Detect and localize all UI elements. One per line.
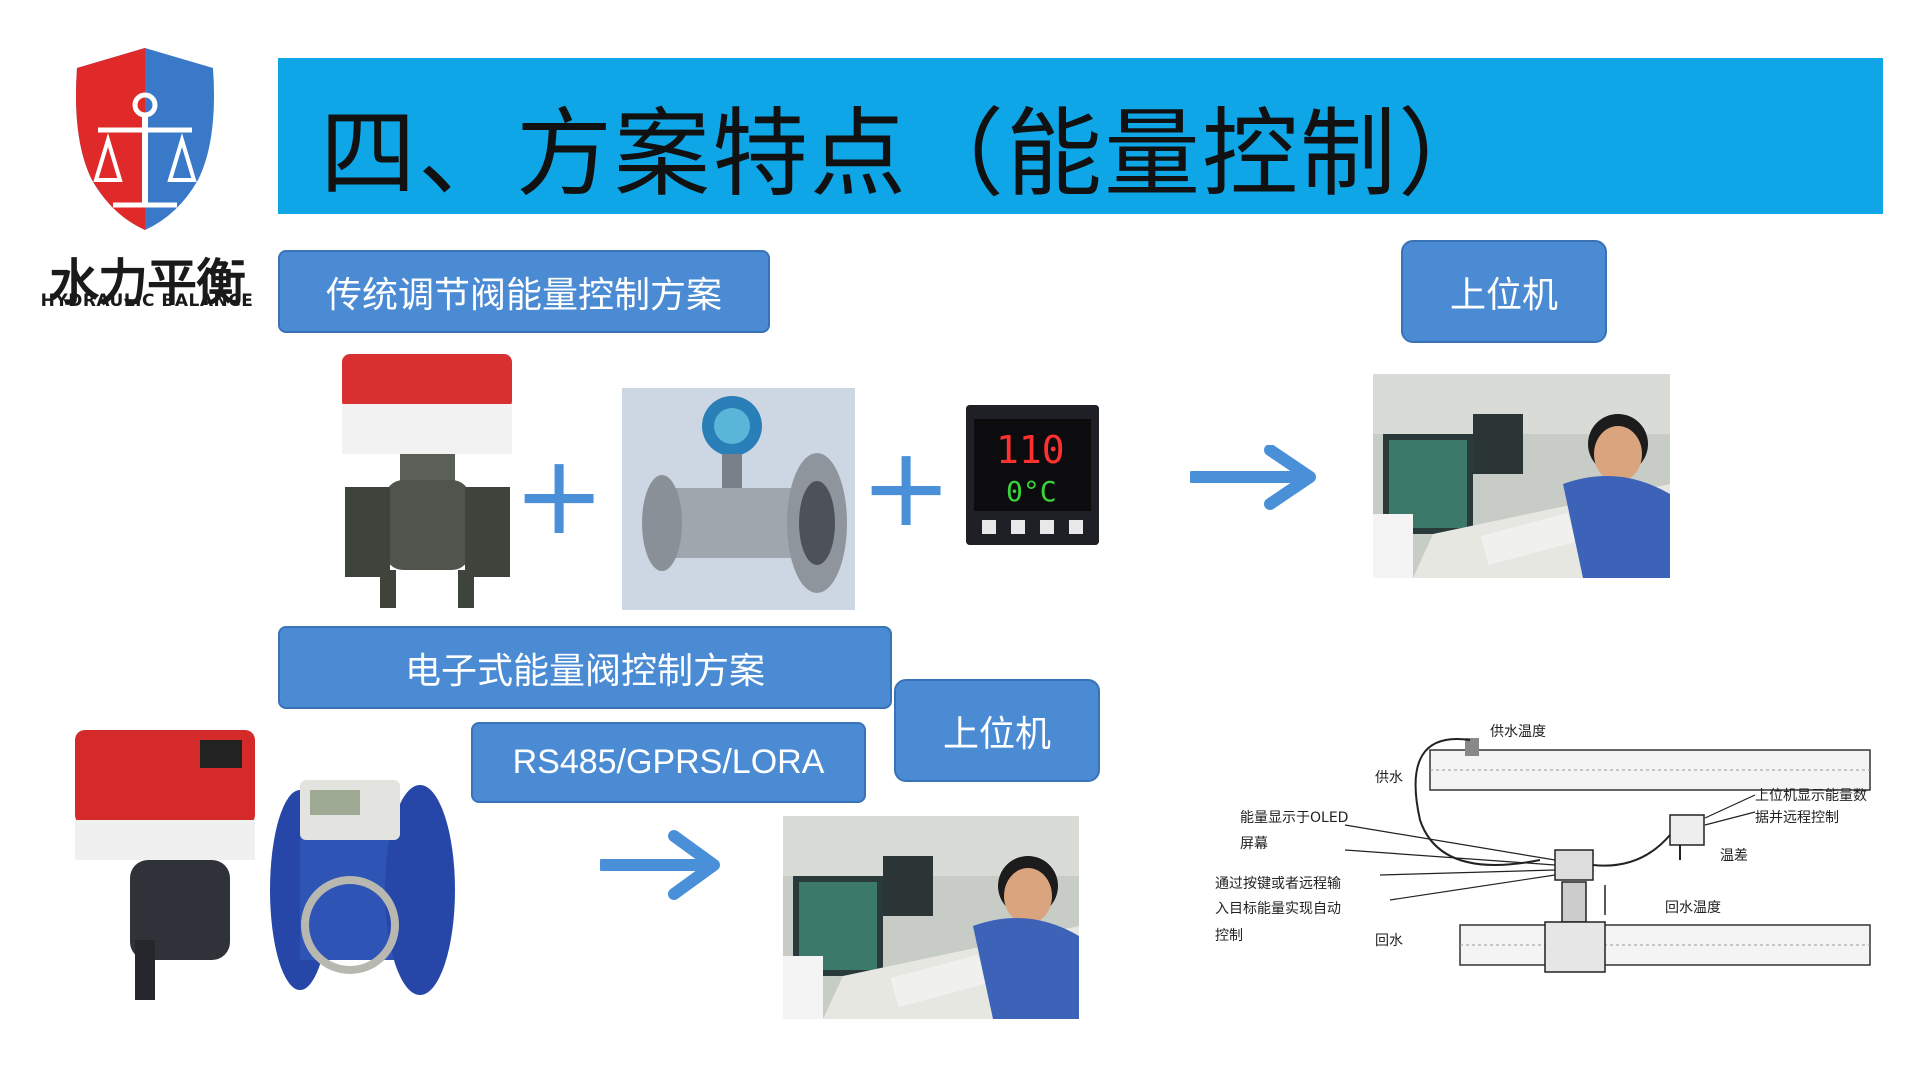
label-supply-temp: 供水温度 <box>1490 724 1546 740</box>
label-supply-water: 供水 <box>1375 770 1403 786</box>
label-host-display-1: 上位机显示能量数 <box>1755 788 1867 804</box>
plus-icon: + <box>860 423 953 551</box>
regulating-valve-image <box>340 352 515 612</box>
host-computer-label-bottom: 上位机 <box>894 679 1100 782</box>
protocol-label: RS485/GPRS/LORA <box>471 722 866 803</box>
arrow-right-icon <box>1190 445 1316 510</box>
arrow-right-icon <box>600 830 720 900</box>
label-return-temp: 回水温度 <box>1665 900 1721 916</box>
logo-name-cn: 水力平衡 <box>49 254 246 312</box>
energy-valve-schematic: 供水温度 供水 回水 回水温度 温差 上位机显示能量数 据并远程控制 能量显示于… <box>1215 724 1871 973</box>
temperature-controller-image: 110 0°C <box>966 405 1099 545</box>
traditional-solution-label: 传统调节阀能量控制方案 <box>278 250 770 333</box>
page-title: 四、方案特点（能量控制） <box>320 98 1496 210</box>
logo-name-en: HYDRAULIC BALANCE <box>40 291 254 311</box>
label-temp-diff: 温差 <box>1720 848 1748 864</box>
brand-logo <box>18 30 273 330</box>
energy-valve-image <box>50 710 470 1020</box>
label-oled-1: 能量显示于OLED <box>1240 810 1348 826</box>
title-bar <box>278 58 1883 214</box>
operator-workstation-image <box>783 816 1079 1019</box>
operator-workstation-image <box>1373 374 1670 578</box>
label-remote-1: 通过按键或者远程输 <box>1215 876 1341 892</box>
plus-icon: + <box>513 431 606 559</box>
label-return-water: 回水 <box>1375 933 1403 949</box>
label-remote-2: 入目标能量实现自动 <box>1215 901 1341 917</box>
shield-icon <box>76 48 214 230</box>
label-host-display-2: 据并远程控制 <box>1755 810 1839 826</box>
host-computer-label-top: 上位机 <box>1401 240 1607 343</box>
turbine-flowmeter-image <box>622 388 855 610</box>
label-remote-3: 控制 <box>1215 928 1243 944</box>
controller-bottom-readout: 0°C <box>1006 475 1057 508</box>
controller-top-readout: 110 <box>996 428 1065 472</box>
electronic-solution-label: 电子式能量阀控制方案 <box>278 626 892 709</box>
label-oled-2: 屏幕 <box>1240 836 1268 852</box>
